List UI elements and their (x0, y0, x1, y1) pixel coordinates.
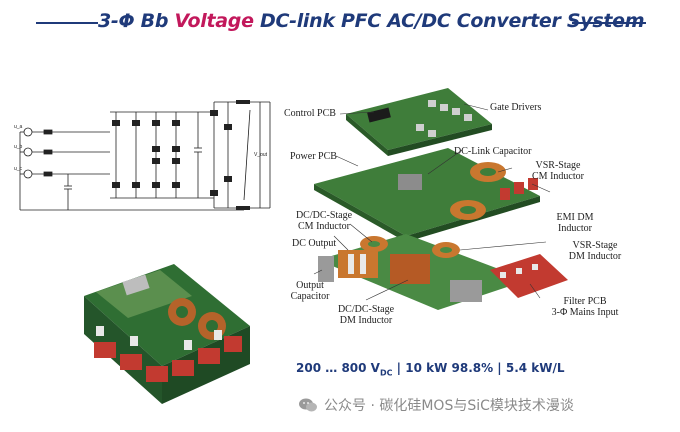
label-dc-link-capacitor: DC-Link Capacitor (454, 146, 532, 157)
title-rule-right (572, 22, 646, 24)
label-gate-drivers: Gate Drivers (490, 102, 542, 113)
schematic-label-ua: u_a (14, 124, 23, 130)
label-dc-output: DC Output (292, 238, 337, 249)
control-pcb-board (346, 88, 492, 150)
exploded-assembly-view (313, 88, 568, 310)
spec-summary: 200 … 800 VDC | 10 kW 98.8% | 5.4 kW/L (296, 361, 565, 378)
label-control-pcb: Control PCB (284, 108, 336, 119)
label-power-pcb: Power PCB (290, 151, 337, 162)
title-highlight: Voltage (174, 10, 254, 32)
watermark-text: 公众号 · 碳化硅MOS与SiC模块技术漫谈 (324, 398, 574, 414)
title-rule-left (36, 22, 98, 24)
schematic-label-uc: u_c (14, 166, 23, 172)
page-title: 3-Φ Bb Voltage DC-link PFC AC/DC Convert… (98, 10, 645, 32)
wechat-icon (299, 398, 317, 412)
title-bar: 3-Φ Bb Voltage DC-link PFC AC/DC Convert… (0, 6, 680, 40)
watermark: 公众号 · 碳化硅MOS与SiC模块技术漫谈 (298, 393, 670, 417)
converter-photo (84, 264, 250, 404)
circuit-schematic: u_a u_b u_c V_out (14, 100, 271, 211)
schematic-label-ub: u_b (14, 144, 23, 150)
schematic-label-vout: V_out (254, 152, 268, 158)
